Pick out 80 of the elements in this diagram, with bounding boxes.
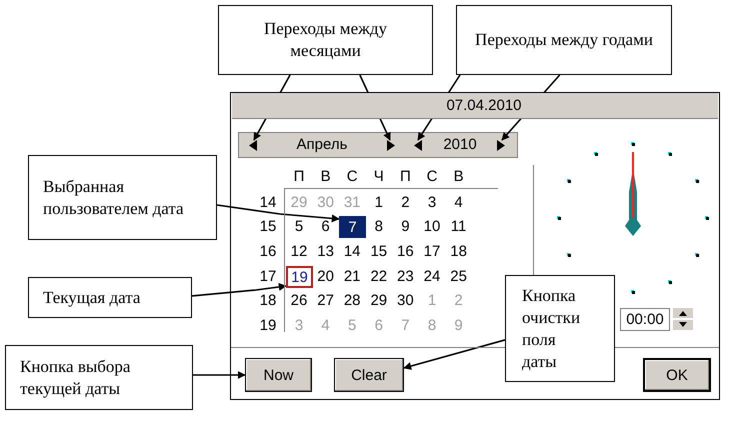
day-number: 20 — [317, 269, 334, 285]
arrow — [192, 282, 287, 297]
day-number: 10 — [424, 219, 440, 235]
weekday-header: В — [320, 169, 331, 185]
arrow — [359, 74, 391, 141]
day-number: 9 — [454, 318, 463, 334]
day-number: 3 — [294, 318, 304, 334]
day-number: 5 — [348, 318, 356, 334]
callout-box: Текущая дата — [28, 277, 192, 318]
week-number: 17 — [260, 269, 276, 285]
arrow — [403, 339, 506, 370]
right-arrow-icon — [387, 140, 395, 151]
day-number: 30 — [317, 195, 334, 211]
week-number: 19 — [260, 318, 276, 334]
title-bar: 07.04.2010 — [232, 93, 718, 119]
weekday-header: В — [454, 169, 464, 185]
arrow — [253, 74, 291, 141]
day-number: 24 — [424, 269, 440, 285]
day-number: 13 — [317, 244, 334, 260]
weekday-header: С — [426, 169, 438, 185]
day-number: 1 — [374, 195, 383, 211]
day-number: 25 — [450, 269, 467, 285]
left-arrow-icon — [414, 140, 422, 151]
day-number: 5 — [294, 219, 304, 235]
callout-box: Переходы между месяцами — [218, 5, 433, 75]
left-arrow-icon — [249, 140, 257, 151]
day-number: 2 — [454, 293, 463, 309]
callout-box: Выбранная пользователем дата — [28, 155, 217, 240]
arrow — [417, 74, 461, 141]
day-number: 2 — [401, 195, 410, 211]
weekday-header: П — [400, 169, 411, 185]
callout-box: Переходы между годами — [456, 5, 672, 75]
day-number: 12 — [290, 244, 308, 260]
day-number: 28 — [344, 293, 361, 309]
arrow — [193, 371, 246, 379]
weekday-header: Ч — [374, 169, 384, 185]
week-number: 15 — [260, 219, 276, 235]
week-number: 14 — [260, 195, 276, 211]
week-number: 18 — [260, 293, 276, 309]
day-number: 6 — [321, 219, 330, 235]
day-number: 30 — [397, 293, 414, 309]
right-arrow-icon — [497, 140, 505, 151]
day-number: 6 — [374, 318, 383, 334]
day-number: 8 — [428, 318, 436, 334]
day-number: 22 — [370, 269, 388, 285]
day-number: 27 — [317, 293, 334, 309]
day-number: 29 — [370, 293, 388, 309]
day-number: 9 — [401, 219, 410, 235]
day-number: 29 — [290, 195, 308, 211]
time-field: 00:00 — [620, 308, 670, 331]
selected-date-cell: 7 — [339, 216, 366, 238]
day-number: 23 — [397, 269, 414, 285]
day-number: 17 — [424, 244, 440, 260]
clear-button: Clear — [334, 358, 404, 392]
day-number: 3 — [428, 195, 436, 211]
day-number: 1 — [428, 293, 436, 309]
day-number: 4 — [321, 318, 330, 334]
arrow — [501, 74, 560, 141]
now-button: Now — [245, 358, 312, 392]
week-number: 16 — [260, 244, 276, 260]
day-number: 8 — [374, 219, 383, 235]
day-number: 15 — [370, 244, 388, 260]
day-number: 26 — [290, 293, 308, 309]
day-number: 14 — [344, 244, 361, 260]
year-value: 2010 — [443, 137, 477, 153]
month-name: Апрель — [296, 137, 348, 153]
day-number: 7 — [401, 318, 410, 334]
ok-button: OK — [643, 358, 711, 392]
day-number: 21 — [344, 269, 361, 285]
callout-box: Кнопка очистки поля даты — [505, 275, 615, 382]
arrow — [216, 204, 340, 222]
day-number: 11 — [450, 219, 466, 235]
day-number: 31 — [344, 195, 361, 211]
callout-box: Кнопка выбора текущей даты — [5, 345, 193, 410]
day-number: 16 — [397, 244, 414, 260]
current-date-cell: 19 — [286, 266, 313, 288]
day-number: 18 — [450, 244, 467, 260]
day-number: 4 — [454, 195, 463, 211]
weekday-header: С — [346, 169, 358, 185]
weekday-header: П — [294, 169, 304, 185]
